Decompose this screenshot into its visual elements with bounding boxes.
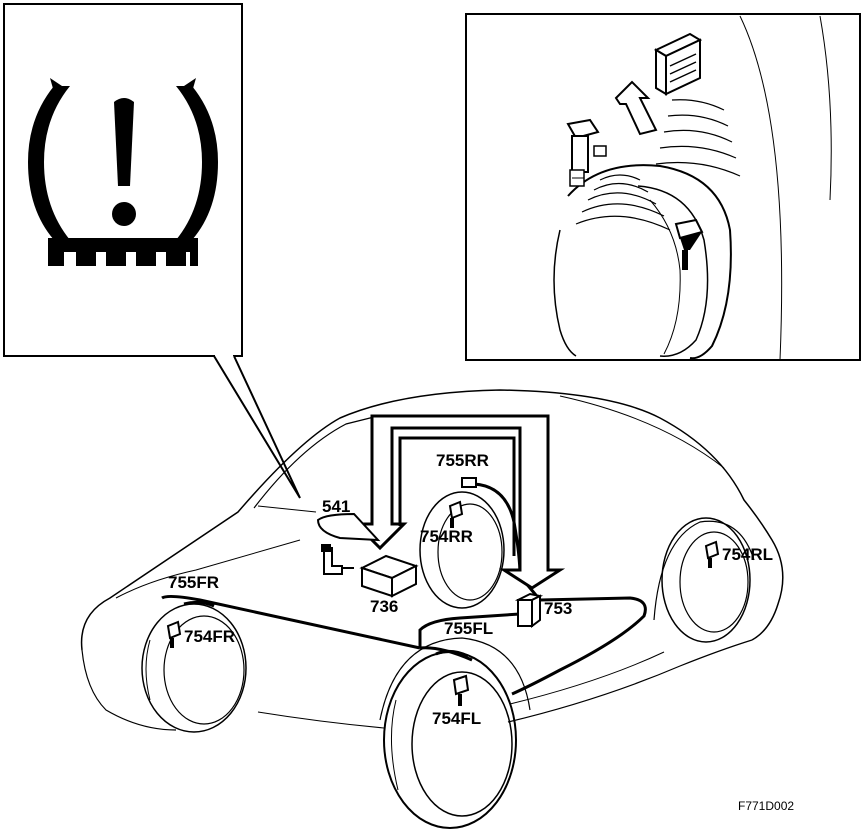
label-755fl: 755FL — [444, 619, 493, 638]
label-755fr: 755FR — [168, 573, 219, 592]
valve-sensor-754rl — [704, 540, 720, 568]
label-755rr: 755RR — [436, 451, 489, 470]
module-736 — [359, 554, 419, 598]
valve-sensor-754rr — [448, 500, 464, 528]
wheel-sensor-icon — [566, 118, 607, 187]
label-754rl: 754RL — [722, 545, 773, 564]
antenna-connector-755rr — [461, 477, 477, 488]
wheel-rear-left — [661, 517, 751, 643]
module-753 — [514, 592, 544, 628]
label-754fl: 754FL — [432, 709, 481, 728]
label-754rr: 754RR — [420, 527, 473, 546]
connector-icon — [323, 547, 343, 575]
connector-plug — [321, 544, 331, 552]
signal-arrow-icon — [614, 80, 658, 136]
wheel-front-right — [141, 603, 247, 733]
receiver-module-icon — [653, 32, 703, 96]
valve-sensor-icon — [674, 218, 704, 270]
label-541: 541 — [322, 497, 350, 516]
label-754fr: 754FR — [184, 627, 235, 646]
figure-code: F771D002 — [738, 799, 794, 813]
label-753: 753 — [544, 599, 572, 618]
car-body — [80, 389, 784, 731]
wheel-front-left — [383, 651, 517, 829]
sensor-detail-inset — [465, 13, 861, 361]
wheel-rear-right — [419, 491, 505, 609]
tire-pressure-warning-icon — [28, 78, 218, 266]
callout-pointer — [213, 355, 301, 499]
valve-sensor-754fr — [166, 620, 182, 648]
dashboard-lamp-541 — [316, 512, 381, 542]
signal-waves — [575, 99, 741, 231]
warning-lamp-inset — [3, 3, 301, 499]
valve-sensor-754fl — [452, 674, 470, 706]
label-736: 736 — [370, 597, 398, 616]
